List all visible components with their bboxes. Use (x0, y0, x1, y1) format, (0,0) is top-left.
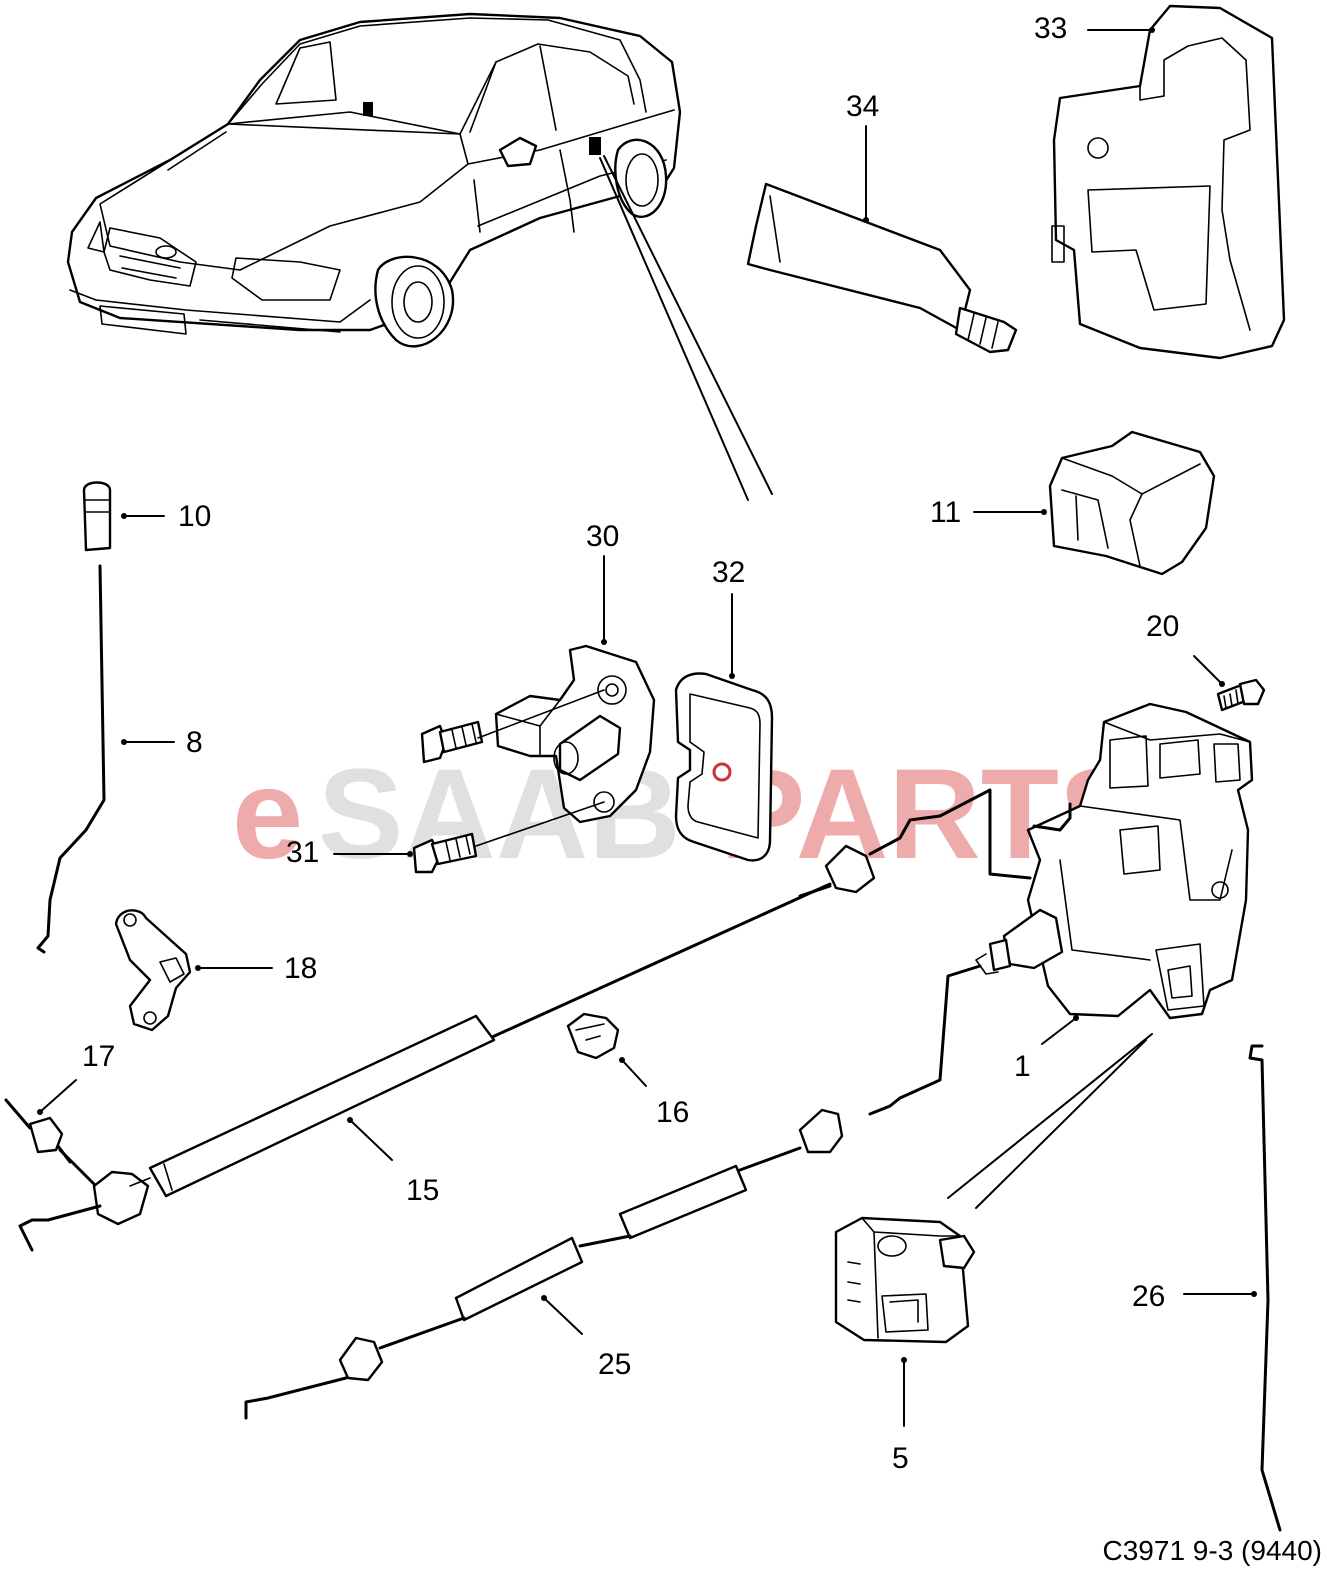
watermark-prefix: e (232, 743, 303, 886)
part-31-screws (412, 720, 484, 874)
callout-32: 32 (712, 556, 745, 589)
callout-1: 1 (1014, 1050, 1031, 1083)
callout-numbers: 33 34 11 10 30 32 20 8 31 18 17 1 16 15 … (82, 12, 1179, 1475)
callout-20: 20 (1146, 610, 1179, 643)
screw-guide-line-b (475, 801, 605, 847)
part-5-lock-housing (834, 1216, 976, 1344)
diagram-caption: C3971 9-3 (9440) (1103, 1535, 1322, 1566)
part-20-screw (1216, 678, 1266, 712)
part-30-bracket (494, 644, 656, 824)
part-26-rod (1248, 1044, 1282, 1532)
callout-30: 30 (586, 520, 619, 553)
part-34-grease-tube (746, 182, 1018, 354)
door-pointer-line-a (599, 157, 749, 501)
callout-16: 16 (656, 1096, 689, 1129)
part-18-lever (114, 909, 192, 1032)
callout-5: 5 (892, 1442, 909, 1475)
callout-8: 8 (186, 726, 203, 759)
part-16-clip (566, 1012, 620, 1060)
callout-17: 17 (82, 1040, 115, 1073)
callout-10: 10 (178, 500, 211, 533)
callout-31: 31 (286, 836, 319, 869)
lock-link-rod-lower (898, 964, 982, 1100)
car-illustration (66, 12, 682, 348)
part-8-rod (36, 564, 106, 954)
part-11-clip-cover (1048, 430, 1216, 576)
part-33-lock-cover (1051, 4, 1286, 360)
callout-26: 26 (1132, 1280, 1165, 1313)
door-pointer-line-b (603, 155, 773, 495)
part-17-fitting (4, 1098, 72, 1164)
part-25-cable (244, 1096, 902, 1420)
part-32-gasket (674, 672, 774, 862)
callout-leaders (37, 27, 1257, 1427)
lock-link-rod-hook (1032, 802, 1072, 832)
lock-pointer-line-a (947, 1033, 1153, 1199)
callout-15: 15 (406, 1174, 439, 1207)
part-1-door-lock (975, 702, 1254, 1020)
part-15-cable (18, 844, 876, 1252)
callout-33: 33 (1034, 12, 1067, 45)
screw-guide-line-a (477, 689, 605, 739)
callout-18: 18 (284, 952, 317, 985)
lock-link-rod-upper (868, 788, 1032, 880)
lock-pointer-line-b (975, 1039, 1147, 1209)
part-10-cap (82, 481, 112, 552)
callout-25: 25 (598, 1348, 631, 1381)
callout-34: 34 (846, 90, 879, 123)
callout-11: 11 (930, 496, 961, 529)
